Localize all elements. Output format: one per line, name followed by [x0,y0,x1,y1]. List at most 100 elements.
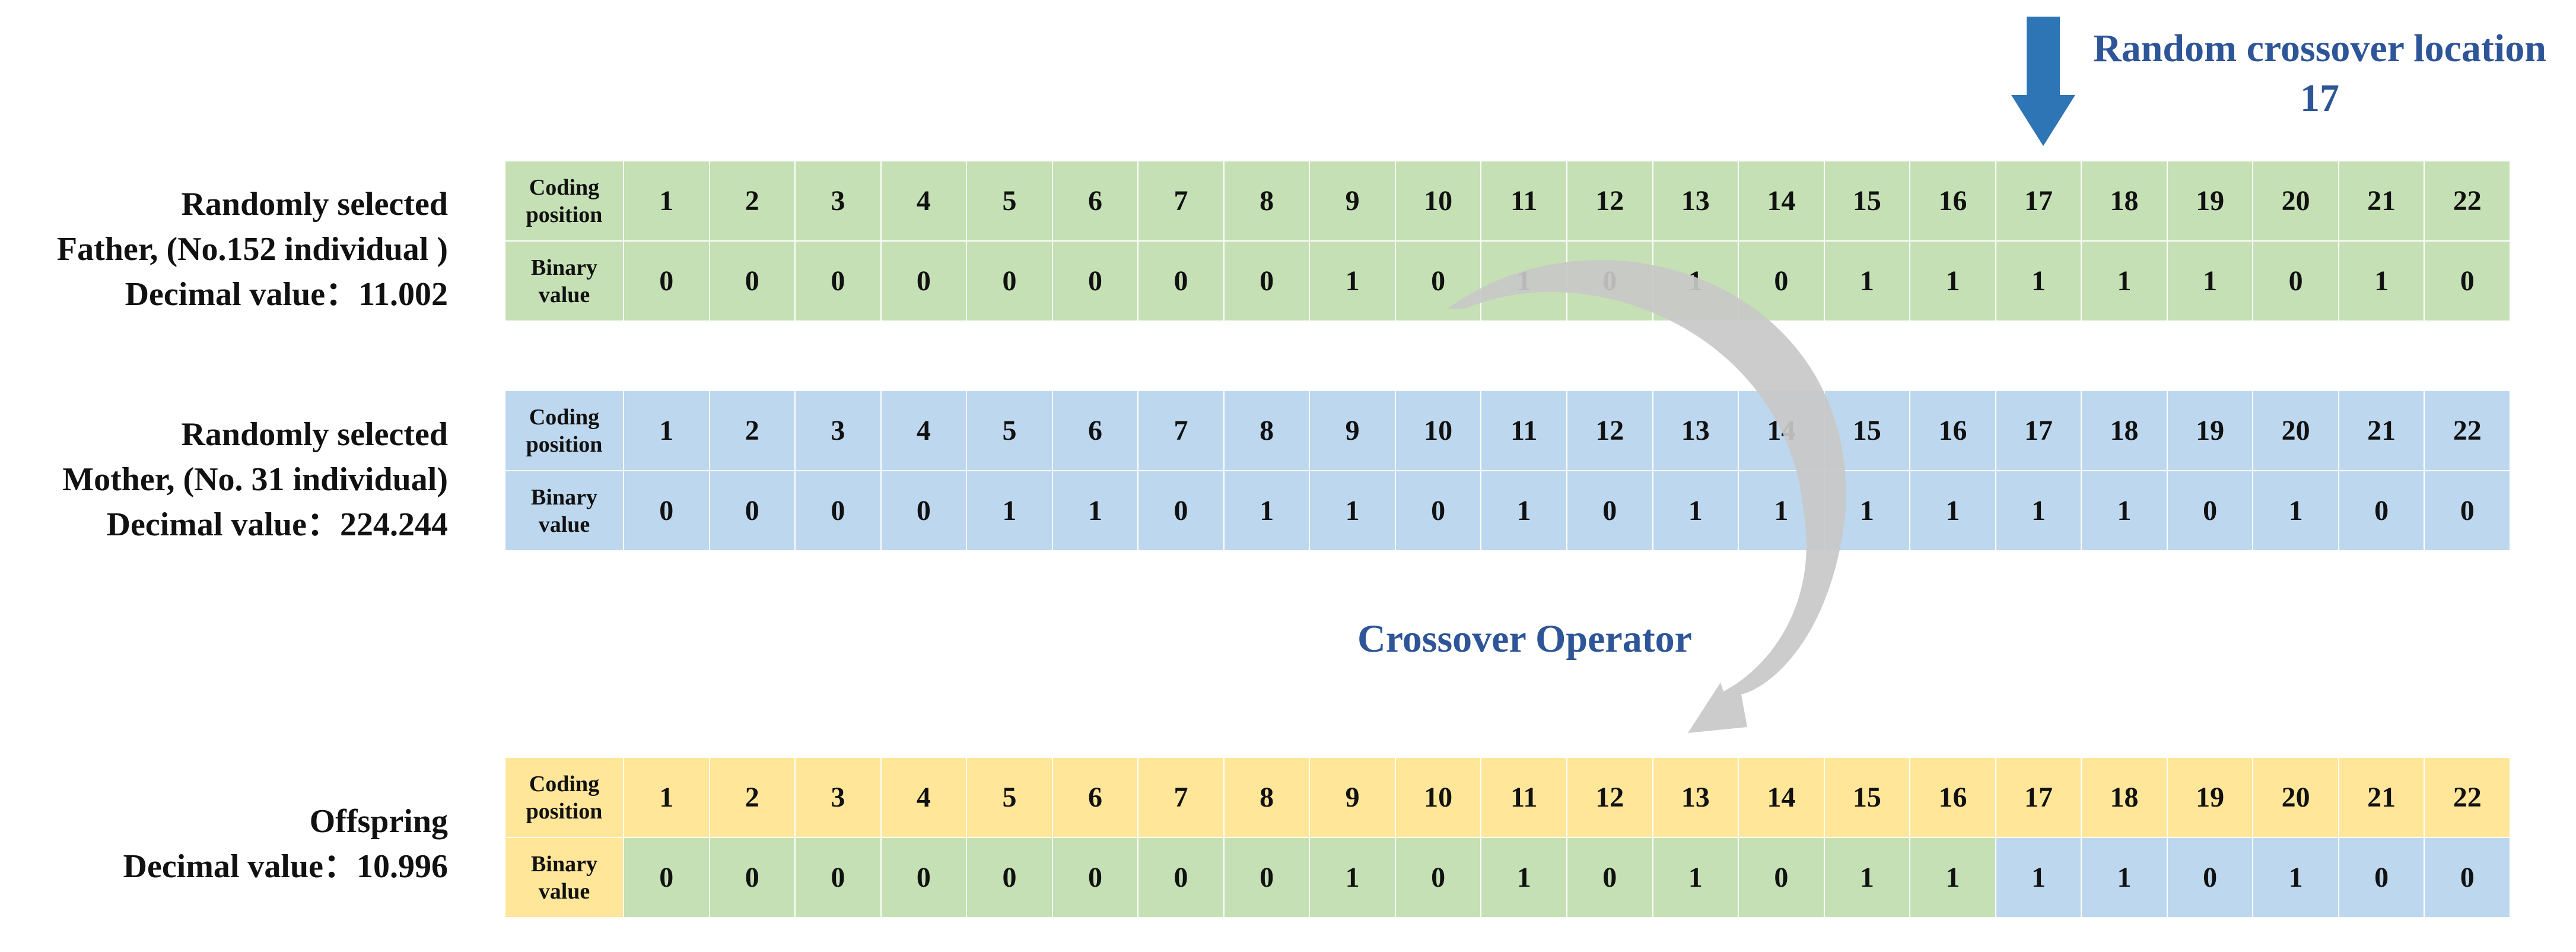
father-position-cell: 1 [624,161,710,242]
mother-bit-cell: 0 [2167,471,2254,551]
father-bit-cell: 1 [2167,242,2254,322]
mother-binary-value-header-line-1: Binary [531,484,597,510]
mother-bit-cell: 0 [1138,471,1225,551]
father-position-cell: 6 [1052,161,1139,242]
offspring-position-cell: 16 [1910,758,1996,838]
father-position-cell: 2 [710,161,796,242]
father-position-cell: 15 [1824,161,1911,242]
mother-label-line-1: Randomly selected [181,416,448,453]
mother-position-cell: 4 [881,391,968,471]
mother-label: Randomly selected Mother, (No. 31 indivi… [0,412,448,547]
offspring-position-cell: 12 [1567,758,1653,838]
offspring-bit-cell: 0 [1739,838,1825,918]
father-position-cell: 21 [2339,161,2425,242]
offspring-position-cell: 9 [1310,758,1396,838]
mother-bit-cell: 1 [1224,471,1311,551]
mother-position-cell: 10 [1395,391,1482,471]
offspring-position-cell: 13 [1653,758,1739,838]
father-bit-cell: 0 [1395,242,1482,322]
offspring-label: Offspring Decimal value：10.996 [0,799,448,889]
mother-position-cell: 20 [2253,391,2339,471]
mother-position-cell: 6 [1052,391,1139,471]
father-position-cell: 9 [1310,161,1396,242]
mother-position-cell: 18 [2082,391,2168,471]
father-position-cell: 18 [2082,161,2168,242]
crossover-location-title: Random crossover location [2093,27,2546,70]
father-position-cell: 3 [796,161,882,242]
mother-position-cell: 13 [1653,391,1739,471]
offspring-label-line-2: Decimal value：10.996 [123,848,448,885]
offspring-position-cell: 11 [1481,758,1567,838]
offspring-position-cell: 20 [2253,758,2339,838]
mother-bit-cell: 0 [624,471,710,551]
mother-bit-cell: 0 [881,471,968,551]
mother-bit-cell: 1 [2082,471,2168,551]
mother-bit-cell: 0 [2339,471,2425,551]
mother-bit-cell: 1 [1310,471,1396,551]
offspring-position-cell: 18 [2082,758,2168,838]
offspring-bit-cell: 1 [1310,838,1396,918]
down-arrow-icon [2011,17,2075,146]
offspring-position-cell: 2 [710,758,796,838]
offspring-position-cell: 3 [796,758,882,838]
offspring-bit-cell: 1 [1996,838,2082,918]
mother-bit-cell: 0 [2425,471,2511,551]
mother-position-cell: 17 [1996,391,2082,471]
mother-bit-cell: 0 [1395,471,1482,551]
offspring-coding-position-header-line-2: position [526,798,603,824]
father-bit-cell: 0 [1224,242,1311,322]
father-bit-cell: 1 [1910,242,1996,322]
offspring-position-cell: 1 [624,758,710,838]
mother-bit-cell: 1 [1653,471,1739,551]
offspring-label-line-1: Offspring [309,803,448,840]
father-position-cell: 5 [967,161,1053,242]
father-position-cell: 16 [1910,161,1996,242]
father-bit-cell: 0 [624,242,710,322]
offspring-bit-cell: 0 [2425,838,2511,918]
mother-bit-cell: 1 [1996,471,2082,551]
crossover-operator-label: Crossover Operator [1357,617,1692,661]
father-position-cell: 17 [1996,161,2082,242]
offspring-position-cell: 17 [1996,758,2082,838]
crossover-location-annotation: Random crossover location 17 [2065,24,2575,123]
father-bit-cell: 0 [710,242,796,322]
mother-position-cell: 8 [1224,391,1311,471]
father-label-line-1: Randomly selected [181,186,448,223]
father-coding-position-header-line-2: position [526,202,603,227]
father-position-cell: 7 [1138,161,1225,242]
offspring-position-cell: 14 [1739,758,1825,838]
offspring-position-cell: 8 [1224,758,1311,838]
offspring-position-cell: 4 [881,758,968,838]
offspring-bit-cell: 1 [1824,838,1911,918]
offspring-position-cell: 7 [1138,758,1225,838]
offspring-position-cell: 10 [1395,758,1482,838]
mother-bit-cell: 0 [710,471,796,551]
father-position-cell: 20 [2253,161,2339,242]
father-bit-cell: 1 [1996,242,2082,322]
offspring-bit-cell: 0 [1052,838,1139,918]
mother-position-cell: 19 [2167,391,2254,471]
offspring-binary-value-header-line-2: value [538,878,590,904]
father-bit-cell: 0 [2425,242,2511,322]
father-bit-cell: 0 [1138,242,1225,322]
offspring-position-cell: 15 [1824,758,1911,838]
father-bit-cell: 0 [881,242,968,322]
father-position-cell: 8 [1224,161,1311,242]
father-bit-cell: 1 [1310,242,1396,322]
offspring-bit-cell: 1 [1481,838,1567,918]
mother-position-cell: 16 [1910,391,1996,471]
offspring-bit-cell: 1 [1653,838,1739,918]
father-bit-cell: 1 [1824,242,1911,322]
mother-bit-cell: 0 [1567,471,1653,551]
crossover-location-value: 17 [2300,77,2339,120]
offspring-bit-cell: 0 [1567,838,1653,918]
mother-position-cell: 12 [1567,391,1653,471]
offspring-coding-position-header-line-1: Coding [529,771,600,796]
